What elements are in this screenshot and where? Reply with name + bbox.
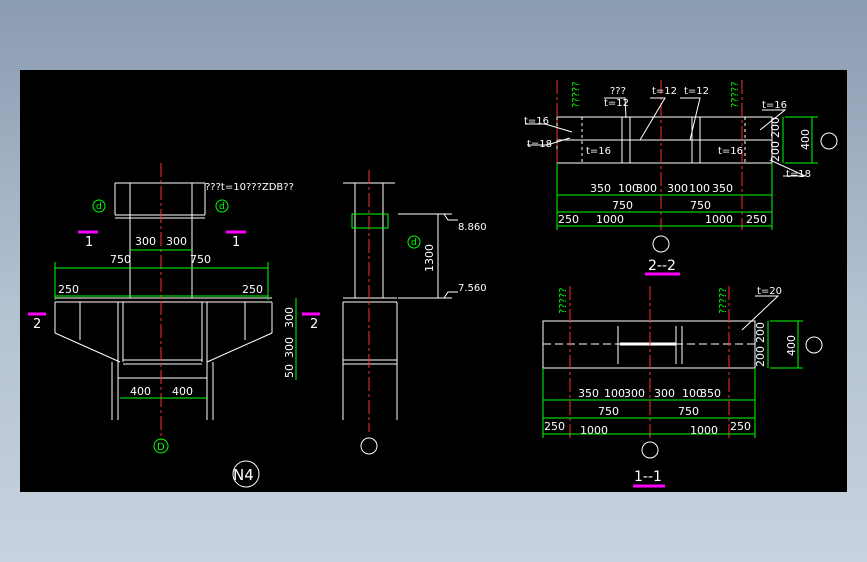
sec22-dim-1000-right: 1000 — [705, 213, 733, 226]
section-markers-elev — [28, 230, 320, 316]
sec22-mark-left: ????? — [571, 81, 582, 108]
sec11-t20: t=20 — [757, 286, 782, 297]
dim-v-300-top: 300 — [283, 307, 296, 328]
dim-400-left: 400 — [130, 385, 151, 398]
dim-300-left: 300 — [135, 235, 156, 248]
drawing-title: N4 — [233, 466, 254, 484]
sec22-dim-300-right: 300 — [667, 182, 688, 195]
sec11-dim-250-right: 250 — [730, 420, 751, 433]
section2-left-label: 2 — [33, 317, 41, 332]
sec11-dim-300-right: 300 — [654, 387, 675, 400]
section-1-1-label: 1--1 — [634, 469, 662, 485]
sec22-dim-200-top: 200 — [769, 117, 782, 138]
sec11-dim-750-left: 750 — [598, 405, 619, 418]
title-block: N4 — [232, 460, 260, 488]
elevation-top-note: ???t=10???ZDB?? — [205, 182, 294, 193]
sec11-mark-left: ????? — [558, 287, 569, 314]
sec22-t18-left: t=18 — [527, 139, 552, 150]
dim-750-left: 750 — [110, 253, 131, 266]
bubble-right-label: d — [219, 202, 225, 212]
sec22-dim-400: 400 — [799, 129, 812, 150]
sec22-t16-left: t=16 — [524, 116, 549, 127]
section-2-2-centerlines — [556, 80, 743, 230]
elevation-7560: 7.560 — [458, 283, 487, 294]
sec11-dim-350-right: 350 — [700, 387, 721, 400]
elevation-8860: 8.860 — [458, 222, 487, 233]
dim-400-right: 400 — [172, 385, 193, 398]
section-2-2-label: 2--2 — [648, 258, 676, 274]
dim-250-left: 250 — [58, 283, 79, 296]
dim-v-300-mid: 300 — [283, 337, 296, 358]
sec22-dim-200-bot: 200 — [769, 141, 782, 162]
side-dimension-lines — [360, 213, 458, 455]
section-1-1-leaders — [641, 295, 823, 459]
section-1-1-dimensions — [542, 320, 803, 438]
sec11-mark-right: ????? — [718, 287, 729, 314]
elevation-bubbles — [92, 199, 229, 454]
dim-750-right: 750 — [190, 253, 211, 266]
sec22-t12-b: t=12 — [652, 86, 677, 97]
dim-v-50: 50 — [283, 364, 296, 378]
sec22-dim-250-right: 250 — [746, 213, 767, 226]
sec22-dim-350-left: 350 — [590, 182, 611, 195]
sec11-dim-250-left: 250 — [544, 420, 565, 433]
sec22-dim-300-left: 300 — [636, 182, 657, 195]
sec22-dim-750-right: 750 — [690, 199, 711, 212]
side-view — [342, 182, 398, 420]
sec11-dim-350-left: 350 — [578, 387, 599, 400]
section2-right-label: 2 — [310, 317, 318, 332]
axis-label-d: D — [157, 442, 165, 453]
sec22-dim-1000-left: 1000 — [596, 213, 624, 226]
elevation-view — [54, 182, 273, 420]
sec11-dim-200-bot: 200 — [754, 346, 767, 367]
sec22-dim-750-left: 750 — [612, 199, 633, 212]
sec11-dim-200-top: 200 — [754, 322, 767, 343]
sec11-dim-300-left: 300 — [624, 387, 645, 400]
sec22-t16-right: t=16 — [762, 100, 787, 111]
sec22-t16-inner-right: t=16 — [718, 146, 743, 157]
sec22-mark-right: ????? — [730, 81, 741, 108]
sec22-q-top: ??? — [610, 86, 626, 97]
section-1-1-centerlines — [569, 286, 730, 440]
sec11-dim-100-left: 100 — [604, 387, 625, 400]
sec11-dim-1000-left: 1000 — [580, 424, 608, 437]
section1-left-label: 1 — [85, 235, 93, 250]
side-bubble-label: d — [411, 238, 417, 248]
sec22-t16-inner-left: t=16 — [586, 146, 611, 157]
section-2-2-dimensions — [556, 116, 818, 230]
sec11-dim-400: 400 — [785, 335, 798, 356]
dim-1300: 1300 — [423, 244, 436, 272]
sec11-dim-750-right: 750 — [678, 405, 699, 418]
section1-right-label: 1 — [232, 235, 240, 250]
sec22-t18-right: t=18 — [786, 169, 811, 180]
sec22-t12-a: t=12 — [604, 98, 629, 109]
sec22-dim-250-left: 250 — [558, 213, 579, 226]
sec22-dim-100-right: 100 — [689, 182, 710, 195]
dim-300-right: 300 — [166, 235, 187, 248]
cad-drawing-canvas[interactable]: ???t=10???ZDB?? d d 1 1 2 2 300 300 750 … — [20, 70, 847, 492]
sec22-dim-350-right: 350 — [712, 182, 733, 195]
section-2-2-leaders — [525, 97, 838, 253]
elevation-dimensions — [54, 249, 297, 399]
sec22-dim-100-left: 100 — [618, 182, 639, 195]
sec11-dim-1000-right: 1000 — [690, 424, 718, 437]
dim-250-right: 250 — [242, 283, 263, 296]
sec22-t12-c: t=12 — [684, 86, 709, 97]
sec11-dim-100-right: 100 — [682, 387, 703, 400]
section-1-1-view — [542, 320, 756, 369]
bubble-left-label: d — [96, 202, 102, 212]
